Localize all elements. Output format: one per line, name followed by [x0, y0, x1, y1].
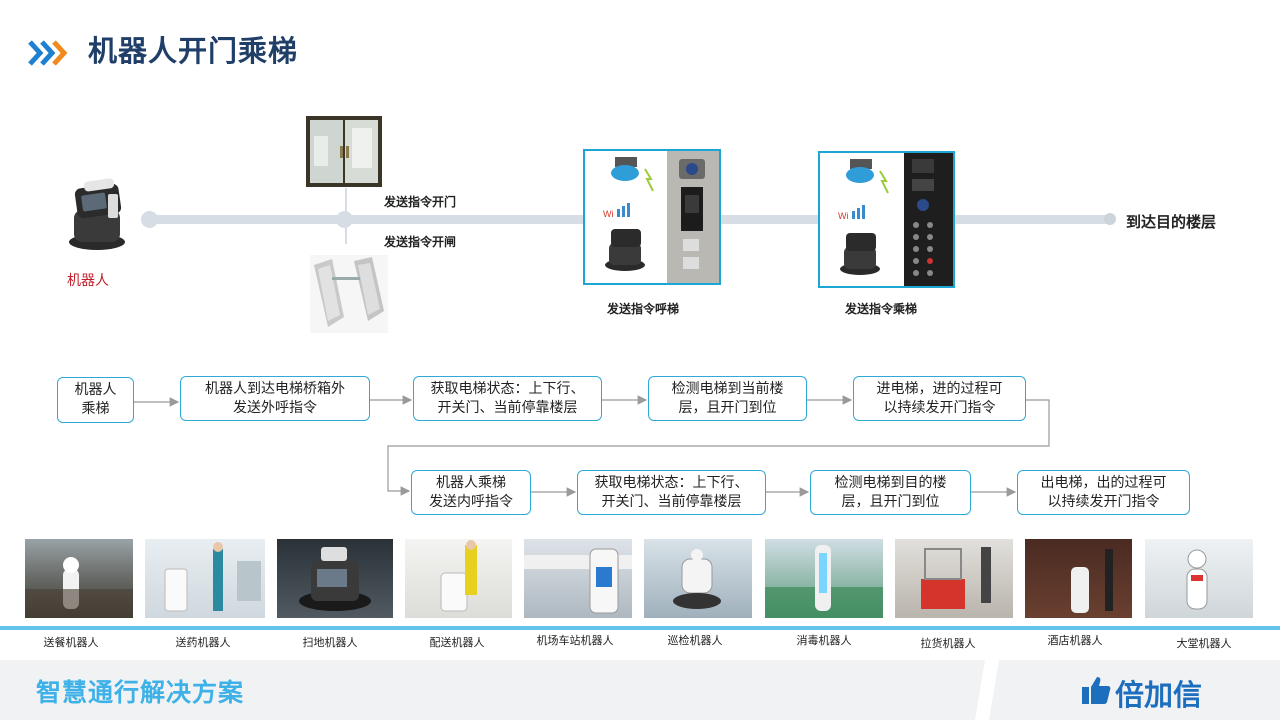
robot-photo-disinfection — [765, 539, 883, 618]
flow-step-exit-elevator: 出电梯，出的过程可 以持续发开门指令 — [1017, 470, 1190, 515]
flow-step-detect-target-floor: 检测电梯到目的楼 层，且开门到位 — [810, 470, 971, 515]
timeline-end-dot — [1104, 213, 1116, 225]
robot-caption: 机器人 — [67, 273, 109, 289]
robot-label-lobby: 大堂机器人 — [1176, 637, 1232, 650]
flow-step-start: 机器人 乘梯 — [57, 377, 134, 423]
elevator-ride-photo: Wi — [818, 151, 955, 288]
chevrons-icon — [28, 40, 68, 66]
flow-step-get-status-2: 获取电梯状态：上下行、 开关门、当前停靠楼层 — [577, 470, 766, 515]
robot-photo-sweeper — [277, 539, 393, 618]
flow-step-outer-call: 机器人到达电梯桥箱外 发送外呼指令 — [180, 376, 370, 421]
robot-label-delivery: 配送机器人 — [429, 636, 485, 649]
timeline-branch-dot — [336, 211, 353, 228]
robot-label-cargo: 拉货机器人 — [920, 637, 976, 650]
flow-step-enter-elevator: 进电梯，进的过程可 以持续发开门指令 — [853, 376, 1026, 421]
robot-photo-airport — [524, 539, 632, 618]
page-title: 机器人开门乘梯 — [88, 34, 299, 68]
robot-label-airport: 机场车站机器人 — [536, 634, 614, 647]
timeline-start-dot — [141, 211, 158, 228]
brand-name: 倍加信 — [1115, 678, 1203, 712]
robot-label-hotel: 酒店机器人 — [1047, 634, 1103, 647]
footer-bar — [0, 660, 1280, 720]
open-gate-label: 发送指令开闸 — [384, 235, 457, 249]
footer-title: 智慧通行解决方案 — [36, 678, 245, 707]
robot-photo-medicine — [145, 539, 265, 618]
robot-label-disinfection: 消毒机器人 — [796, 634, 852, 647]
robot-photo-lobby — [1145, 539, 1253, 618]
robot-label-medicine: 送药机器人 — [175, 636, 231, 649]
thumbs-up-icon — [1082, 677, 1111, 704]
robot-photo — [62, 172, 132, 252]
call-elevator-label: 发送指令呼梯 — [607, 302, 680, 316]
robot-label-sweeper: 扫地机器人 — [302, 636, 358, 649]
robot-label-patrol: 巡检机器人 — [667, 634, 723, 647]
open-door-label: 发送指令开门 — [384, 195, 457, 209]
destination-label: 到达目的楼层 — [1126, 213, 1217, 231]
robot-photo-hotel — [1025, 539, 1132, 618]
flow-step-inner-call: 机器人乘梯 发送内呼指令 — [411, 470, 531, 515]
robot-photo-patrol — [644, 539, 752, 618]
flow-step-detect-current-floor: 检测电梯到当前楼 层，且开门到位 — [648, 376, 807, 421]
timeline-branch-line — [345, 188, 347, 244]
gate-photo — [310, 255, 388, 333]
robot-label-food: 送餐机器人 — [43, 636, 99, 649]
footer-divider — [975, 660, 999, 720]
ride-elevator-label: 发送指令乘梯 — [845, 302, 918, 316]
elevator-call-photo: Wi — [583, 149, 721, 285]
robot-photo-delivery — [405, 539, 512, 618]
robot-photo-food — [25, 539, 133, 618]
strip-divider — [0, 626, 1280, 630]
robot-photo-cargo — [895, 539, 1013, 618]
svg-text:Wi: Wi — [603, 209, 614, 219]
svg-text:Wi: Wi — [838, 211, 849, 221]
flow-step-get-status-1: 获取电梯状态：上下行、 开关门、当前停靠楼层 — [413, 376, 602, 421]
door-photo — [306, 116, 382, 187]
